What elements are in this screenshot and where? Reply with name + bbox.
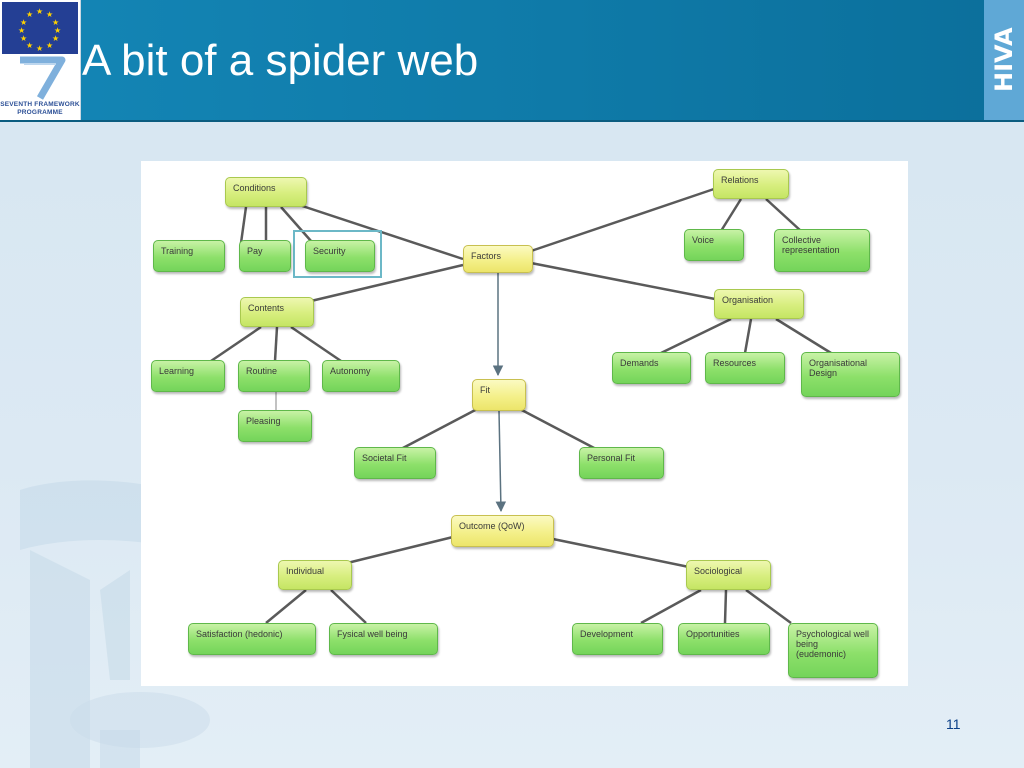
concept-map-connectors xyxy=(210,187,832,625)
node-training[interactable]: Training xyxy=(153,240,225,272)
node-pleasing[interactable]: Pleasing xyxy=(238,410,312,442)
node-satisfaction-hedonic[interactable]: Satisfaction (hedonic) xyxy=(188,623,316,655)
node-outcome-qow[interactable]: Outcome (QoW) xyxy=(451,515,554,547)
hiva-logo: HIVA xyxy=(984,0,1024,120)
line-contents-autonomy xyxy=(290,325,342,363)
node-learning[interactable]: Learning xyxy=(151,360,225,392)
node-personal-fit[interactable]: Personal Fit xyxy=(579,447,664,479)
node-factors[interactable]: Factors xyxy=(463,245,533,273)
node-opportunities[interactable]: Opportunities xyxy=(678,623,770,655)
line-fit-personal xyxy=(515,405,597,451)
node-fysical-well-being[interactable]: Fysical well being xyxy=(329,623,438,655)
node-organisation[interactable]: Organisation xyxy=(714,289,804,319)
node-contents[interactable]: Contents xyxy=(240,297,314,327)
line-contents-routine xyxy=(273,326,279,362)
line-sociological-psychological xyxy=(745,588,792,625)
line-organisation-resources xyxy=(743,318,753,354)
eu-fp7-logo: ★ ★ ★ ★ ★ ★ ★ ★ ★ ★ ★ ★ SEVENTH FRAMEWOR… xyxy=(0,0,81,120)
fp7-label-line2: PROGRAMME xyxy=(17,109,63,116)
line-individual-satisfaction xyxy=(265,589,307,624)
line-fit-societal xyxy=(400,405,482,451)
concept-map-panel: Conditions Training Pay Security Factors… xyxy=(141,161,908,686)
line-sociological-opportunities xyxy=(723,589,728,624)
line-conditions-training xyxy=(239,206,248,244)
arrow-lines xyxy=(492,273,507,513)
line-factors-relations xyxy=(530,187,715,253)
node-collective-representation[interactable]: Collective representation xyxy=(774,229,870,272)
node-organisational-design[interactable]: Organisational Design xyxy=(801,352,900,397)
page-title: A bit of a spider web xyxy=(82,36,479,85)
node-routine[interactable]: Routine xyxy=(238,360,310,392)
fp7-label-line1: SEVENTH FRAMEWORK xyxy=(0,101,80,108)
line-contents-learning xyxy=(210,325,262,363)
eu-flag-icon: ★ ★ ★ ★ ★ ★ ★ ★ ★ ★ ★ ★ xyxy=(2,2,78,54)
security-highlight-box xyxy=(293,230,382,278)
line-conditions-security xyxy=(280,206,312,242)
node-resources[interactable]: Resources xyxy=(705,352,785,384)
node-sociological[interactable]: Sociological xyxy=(686,560,771,590)
line-factors-contents xyxy=(310,263,464,303)
line-sociological-development xyxy=(640,588,702,625)
line-organisation-demands xyxy=(660,317,732,355)
node-conditions[interactable]: Conditions xyxy=(225,177,307,207)
node-security[interactable]: Security xyxy=(305,240,375,272)
node-autonomy[interactable]: Autonomy xyxy=(322,360,400,392)
node-individual[interactable]: Individual xyxy=(278,560,352,590)
connector-lines xyxy=(210,187,832,625)
page-number: 11 xyxy=(946,716,961,732)
line-relations-voice xyxy=(719,198,743,232)
node-demands[interactable]: Demands xyxy=(612,352,691,384)
hiva-logo-text: HIVA xyxy=(990,27,1018,93)
line-outcome-sociological xyxy=(552,537,690,569)
fp7-seven-icon xyxy=(20,56,66,100)
node-societal-fit[interactable]: Societal Fit xyxy=(354,447,436,479)
line-factors-organisation xyxy=(530,261,716,301)
arrow-fit-outcome xyxy=(495,410,507,513)
line-individual-fysical xyxy=(330,589,367,624)
node-pay[interactable]: Pay xyxy=(239,240,291,272)
slide-header xyxy=(0,0,1024,120)
node-fit[interactable]: Fit xyxy=(472,379,526,411)
header-divider xyxy=(0,120,1024,122)
node-development[interactable]: Development xyxy=(572,623,663,655)
node-voice[interactable]: Voice xyxy=(684,229,744,261)
line-relations-collective xyxy=(765,198,802,232)
line-organisation-design xyxy=(775,317,832,355)
node-relations[interactable]: Relations xyxy=(713,169,789,199)
node-psychological-well-being[interactable]: Psychological well being (eudemonic) xyxy=(788,623,878,678)
